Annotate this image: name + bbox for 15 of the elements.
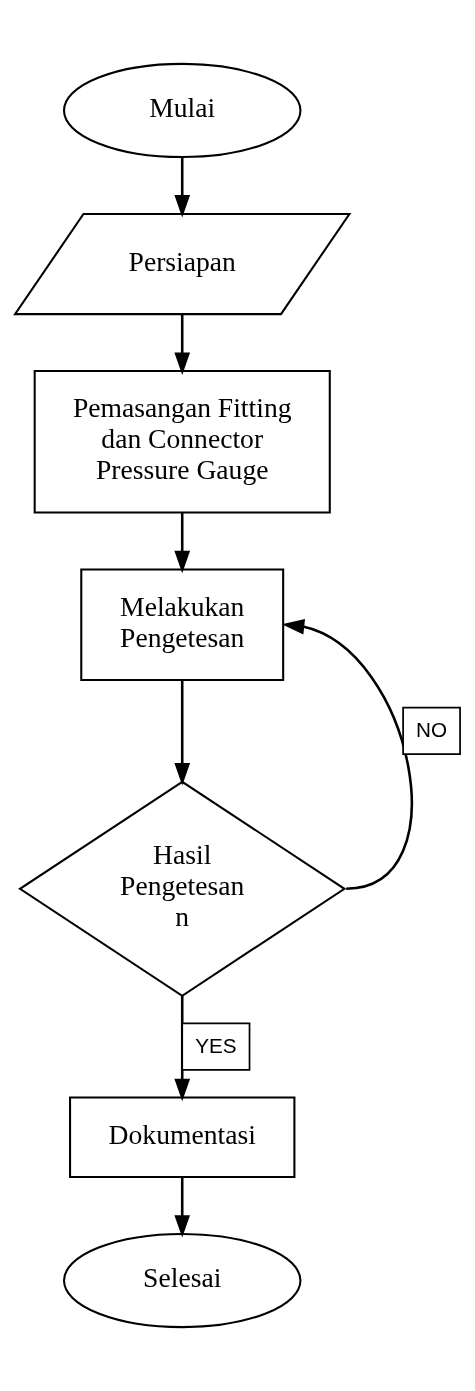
node-diamond: Hasil Pengetesan n: [18, 780, 347, 997]
node-ellipse: Selesai: [63, 1232, 302, 1329]
arrow: [174, 314, 191, 375]
node-box: Pemasangan Fitting dan Connector Pressure Gauge: [33, 370, 331, 514]
arrow: [174, 157, 191, 218]
node-ellipse: Mulai: [63, 62, 302, 159]
arrow: [174, 512, 191, 574]
arrow: [281, 618, 413, 891]
edge-label: YES: [195, 1033, 237, 1057]
arrow: [174, 680, 191, 786]
arrow: [174, 1177, 191, 1238]
edge-label: NO: [416, 718, 448, 742]
arrow: [174, 995, 191, 1102]
node-box: Dokumentasi: [69, 1096, 296, 1178]
node-box: Melakukan Pengetesan: [80, 568, 285, 681]
